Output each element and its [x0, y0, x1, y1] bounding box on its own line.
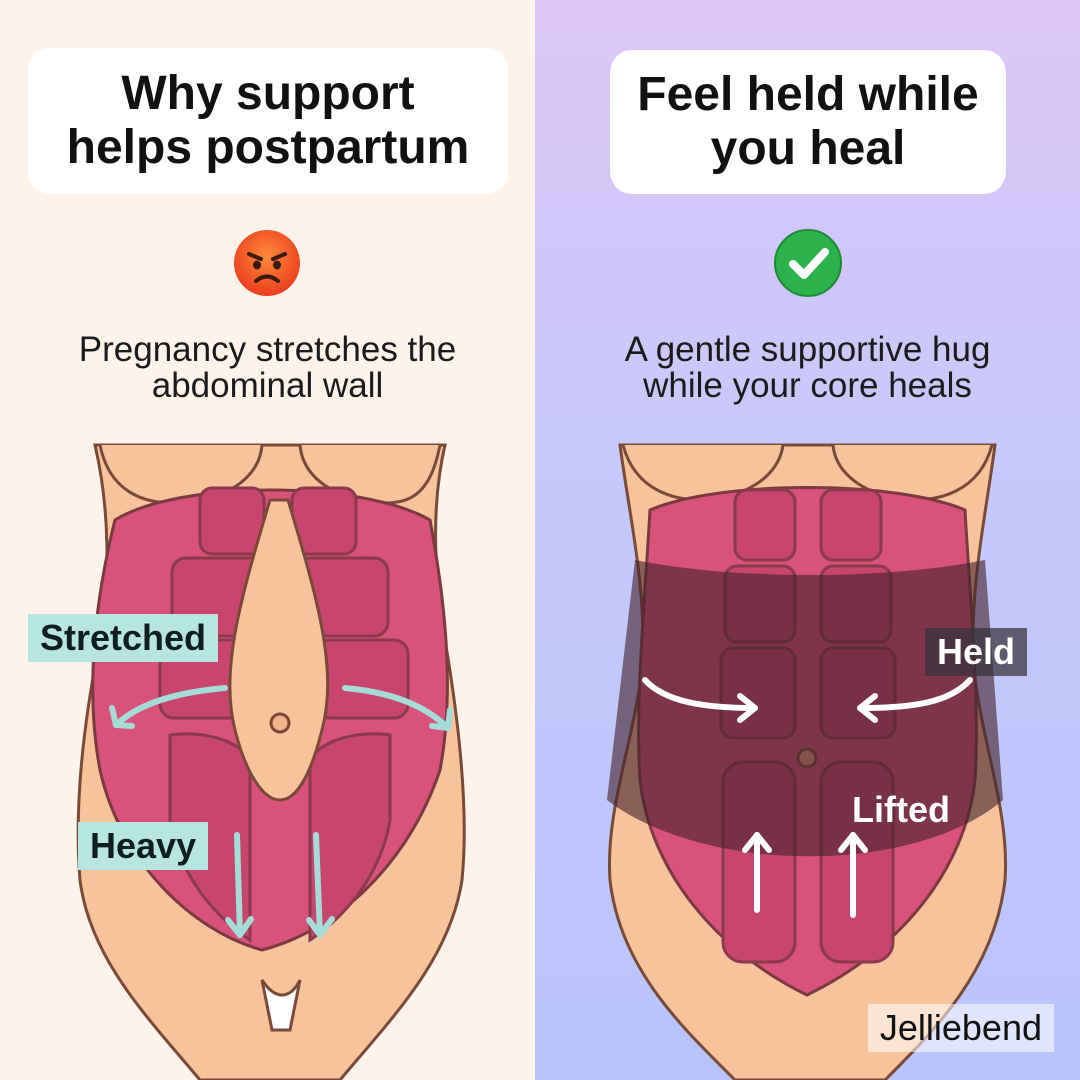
right-title-line1: Feel held while	[637, 68, 979, 121]
teal-arrows	[109, 685, 453, 938]
left-subtitle-line1: Pregnancy stretches the	[78, 330, 457, 369]
left-title-card: Why support helps postpartum	[28, 48, 508, 194]
angry-face-icon	[234, 230, 300, 296]
lifted-label: Lifted	[852, 789, 950, 830]
heavy-label: Heavy	[78, 822, 209, 870]
right-subtitle-line2: while your core heals	[643, 366, 972, 405]
left-subtitle-line2: abdominal wall	[151, 366, 384, 405]
left-title-line1: Why support	[121, 67, 415, 120]
check-mark-icon	[774, 229, 842, 297]
left-panel: Why support helps postpartum Pregnancy s…	[0, 0, 535, 1080]
support-band	[607, 560, 1003, 857]
right-subtitle: A gentle supportive hug while your core …	[535, 332, 1080, 404]
right-panel: Feel held while you heal A gentle suppor…	[535, 0, 1080, 1080]
supported-abdomen-illustration	[607, 443, 1008, 1080]
right-title-line2: you heal	[710, 122, 906, 175]
stretched-label: Stretched	[28, 614, 219, 662]
stretched-abdomen-illustration	[76, 443, 466, 1080]
left-title-line2: helps postpartum	[66, 121, 470, 174]
brand-logo-text: Jelliebend	[867, 1004, 1054, 1052]
white-arrows	[642, 677, 973, 918]
right-title-card: Feel held while you heal	[610, 50, 1006, 194]
left-subtitle: Pregnancy stretches the abdominal wall	[0, 332, 535, 404]
held-label: Held	[925, 628, 1028, 676]
right-subtitle-line1: A gentle supportive hug	[624, 330, 991, 369]
